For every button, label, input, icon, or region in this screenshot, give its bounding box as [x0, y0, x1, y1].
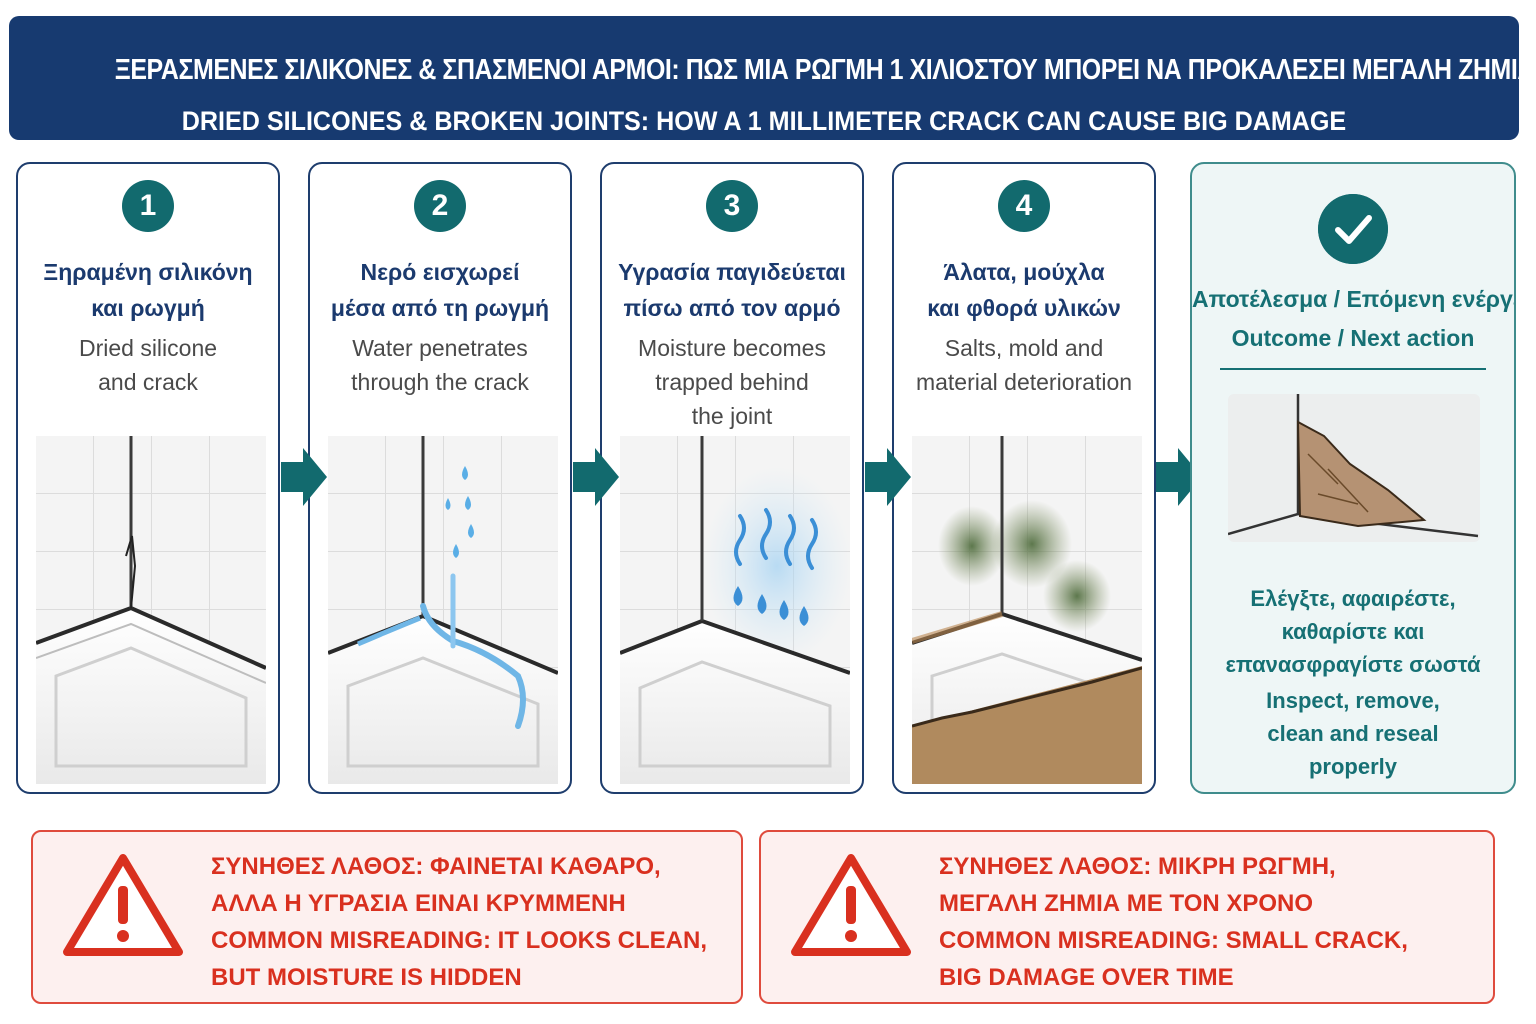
warning-icon [791, 854, 911, 956]
step-title-greek: Υγρασία παγιδεύεται πίσω από τον αρμό [602, 254, 862, 326]
outcome-title: Αποτέλεσμα / Επόμενη ενέργεια Outcome / … [1192, 280, 1514, 358]
step-title-greek-line: και ρωγμή [91, 295, 205, 321]
step-title-greek-line: Ξηραμένη σιλικόνη [43, 259, 253, 285]
outcome-action-greek: Ελέγξτε, αφαιρέστε, καθαρίστε και επανασ… [1192, 582, 1514, 681]
step-card-1: 1 Ξηραμένη σιλικόνη και ρωγμή Dried sili… [16, 162, 280, 794]
mold-deterioration-illustration [912, 436, 1142, 784]
outcome-action-english: Inspect, remove, clean and reseal proper… [1192, 684, 1514, 783]
step-title-english: Moisture becomes trapped behind the join… [602, 331, 862, 433]
step-number-badge: 4 [998, 180, 1050, 232]
warning-line: ΜΕΓΑΛΗ ΖΗΜΙΑ ΜΕ ΤΟΝ ΧΡΟΝΟ [939, 890, 1314, 917]
step-title-english-line: the joint [691, 403, 773, 429]
step-title-english: Dried silicone and crack [18, 331, 278, 399]
warning-line: ΑΛΛΑ Η ΥΓΡΑΣΙΑ ΕΙΝΑΙ ΚΡΥΜΜΕΝΗ [211, 890, 626, 917]
step-title-english-line: and crack [98, 369, 198, 395]
step-number-badge: 2 [414, 180, 466, 232]
outcome-action-greek-line: επανασφραγίστε σωστά [1225, 652, 1481, 677]
step-title-greek-line: μέσα από τη ρωγμή [330, 295, 550, 321]
step-title-greek: Άλατα, μούχλα και φθορά υλικών [894, 254, 1154, 326]
step-title-greek: Ξηραμένη σιλικόνη και ρωγμή [18, 254, 278, 326]
arrow-right-icon [573, 448, 619, 506]
arrow-right-icon [865, 448, 911, 506]
step-number-badge: 1 [122, 180, 174, 232]
outcome-title-line: Outcome / Next action [1231, 325, 1475, 351]
step-title-english-line: through the crack [351, 369, 529, 395]
step-title-greek-line: Άλατα, μούχλα [943, 259, 1105, 285]
step-title-greek-line: Νερό εισχωρεί [360, 259, 520, 285]
step-title-english-line: Moisture becomes [638, 335, 826, 361]
dried-silicone-illustration [36, 436, 266, 784]
step-card-4: 4 Άλατα, μούχλα και φθορά υλικών Salts, … [892, 162, 1156, 794]
check-icon [1318, 194, 1388, 264]
warning-line: BUT MOISTURE IS HIDDEN [211, 964, 522, 991]
outcome-action-greek-line: καθαρίστε και [1281, 619, 1425, 644]
page-title-english: DRIED SILICONES & BROKEN JOINTS: HOW A 1… [181, 106, 1347, 136]
warning-line: ΣΥΝΗΘΕΣ ΛΑΘΟΣ: ΦΑΙΝΕΤΑΙ ΚΑΘΑΡΟ, [211, 853, 661, 880]
step-title-greek: Νερό εισχωρεί μέσα από τη ρωγμή [310, 254, 570, 326]
outcome-card: Αποτέλεσμα / Επόμενη ενέργεια Outcome / … [1190, 162, 1516, 794]
warning-box-1: ΣΥΝΗΘΕΣ ΛΑΘΟΣ: ΦΑΙΝΕΤΑΙ ΚΑΘΑΡΟ, ΑΛΛΑ Η Υ… [31, 830, 743, 1004]
page-title-greek: ΞΕΡΑΣΜΕΝΕΣ ΣΙΛΙΚΟΝΕΣ & ΣΠΑΣΜΕΝΟΙ ΑΡΜΟΙ: … [114, 54, 1536, 86]
step-card-3: 3 Υγρασία παγιδεύεται πίσω από τον αρμό … [600, 162, 864, 794]
trapped-moisture-illustration [620, 436, 850, 784]
step-title-english-line: Salts, mold and [944, 335, 1104, 361]
step-title-english-line: Water penetrates [352, 335, 528, 361]
arrow-right-icon [281, 448, 327, 506]
step-number-badge: 3 [706, 180, 758, 232]
warning-line: COMMON MISREADING: SMALL CRACK, [939, 927, 1408, 954]
step-title-english-line: trapped behind [655, 369, 809, 395]
outcome-action-english-line: properly [1308, 754, 1398, 779]
outcome-action-english-line: clean and reseal [1267, 721, 1439, 746]
step-card-2: 2 Νερό εισχωρεί μέσα από τη ρωγμή Water … [308, 162, 572, 794]
warning-box-2: ΣΥΝΗΘΕΣ ΛΑΘΟΣ: ΜΙΚΡΗ ΡΩΓΜΗ, ΜΕΓΑΛΗ ΖΗΜΙΑ… [759, 830, 1495, 1004]
outcome-title-line: Αποτέλεσμα / Επόμενη ενέργεια [1192, 286, 1516, 312]
warning-line: BIG DAMAGE OVER TIME [939, 964, 1234, 991]
warning-line: ΣΥΝΗΘΕΣ ΛΑΘΟΣ: ΜΙΚΡΗ ΡΩΓΜΗ, [939, 853, 1336, 880]
step-title-english-line: Dried silicone [78, 335, 218, 361]
outcome-action-greek-line: Ελέγξτε, αφαιρέστε, [1250, 586, 1456, 611]
step-title-english-line: material deterioration [915, 369, 1133, 395]
step-title-english: Water penetrates through the crack [310, 331, 570, 399]
step-title-english: Salts, mold and material deterioration [894, 331, 1154, 399]
warning-icon [63, 854, 183, 956]
page-header: ΞΕΡΑΣΜΕΝΕΣ ΣΙΛΙΚΟΝΕΣ & ΣΠΑΣΜΕΝΟΙ ΑΡΜΟΙ: … [9, 16, 1536, 140]
outcome-action-english-line: Inspect, remove, [1266, 688, 1440, 713]
damaged-corner-illustration [1228, 394, 1480, 542]
warning-text: ΣΥΝΗΘΕΣ ΛΑΘΟΣ: ΜΙΚΡΗ ΡΩΓΜΗ, ΜΕΓΑΛΗ ΖΗΜΙΑ… [939, 848, 1408, 996]
warning-text: ΣΥΝΗΘΕΣ ΛΑΘΟΣ: ΦΑΙΝΕΤΑΙ ΚΑΘΑΡΟ, ΑΛΛΑ Η Υ… [211, 848, 707, 996]
step-title-greek-line: πίσω από τον αρμό [623, 295, 841, 321]
arrow-right-icon [1156, 448, 1202, 506]
step-title-greek-line: και φθορά υλικών [927, 295, 1121, 321]
divider [1220, 368, 1486, 370]
step-title-greek-line: Υγρασία παγιδεύεται [618, 259, 846, 285]
warning-line: COMMON MISREADING: IT LOOKS CLEAN, [211, 927, 707, 954]
water-penetration-illustration [328, 436, 558, 784]
